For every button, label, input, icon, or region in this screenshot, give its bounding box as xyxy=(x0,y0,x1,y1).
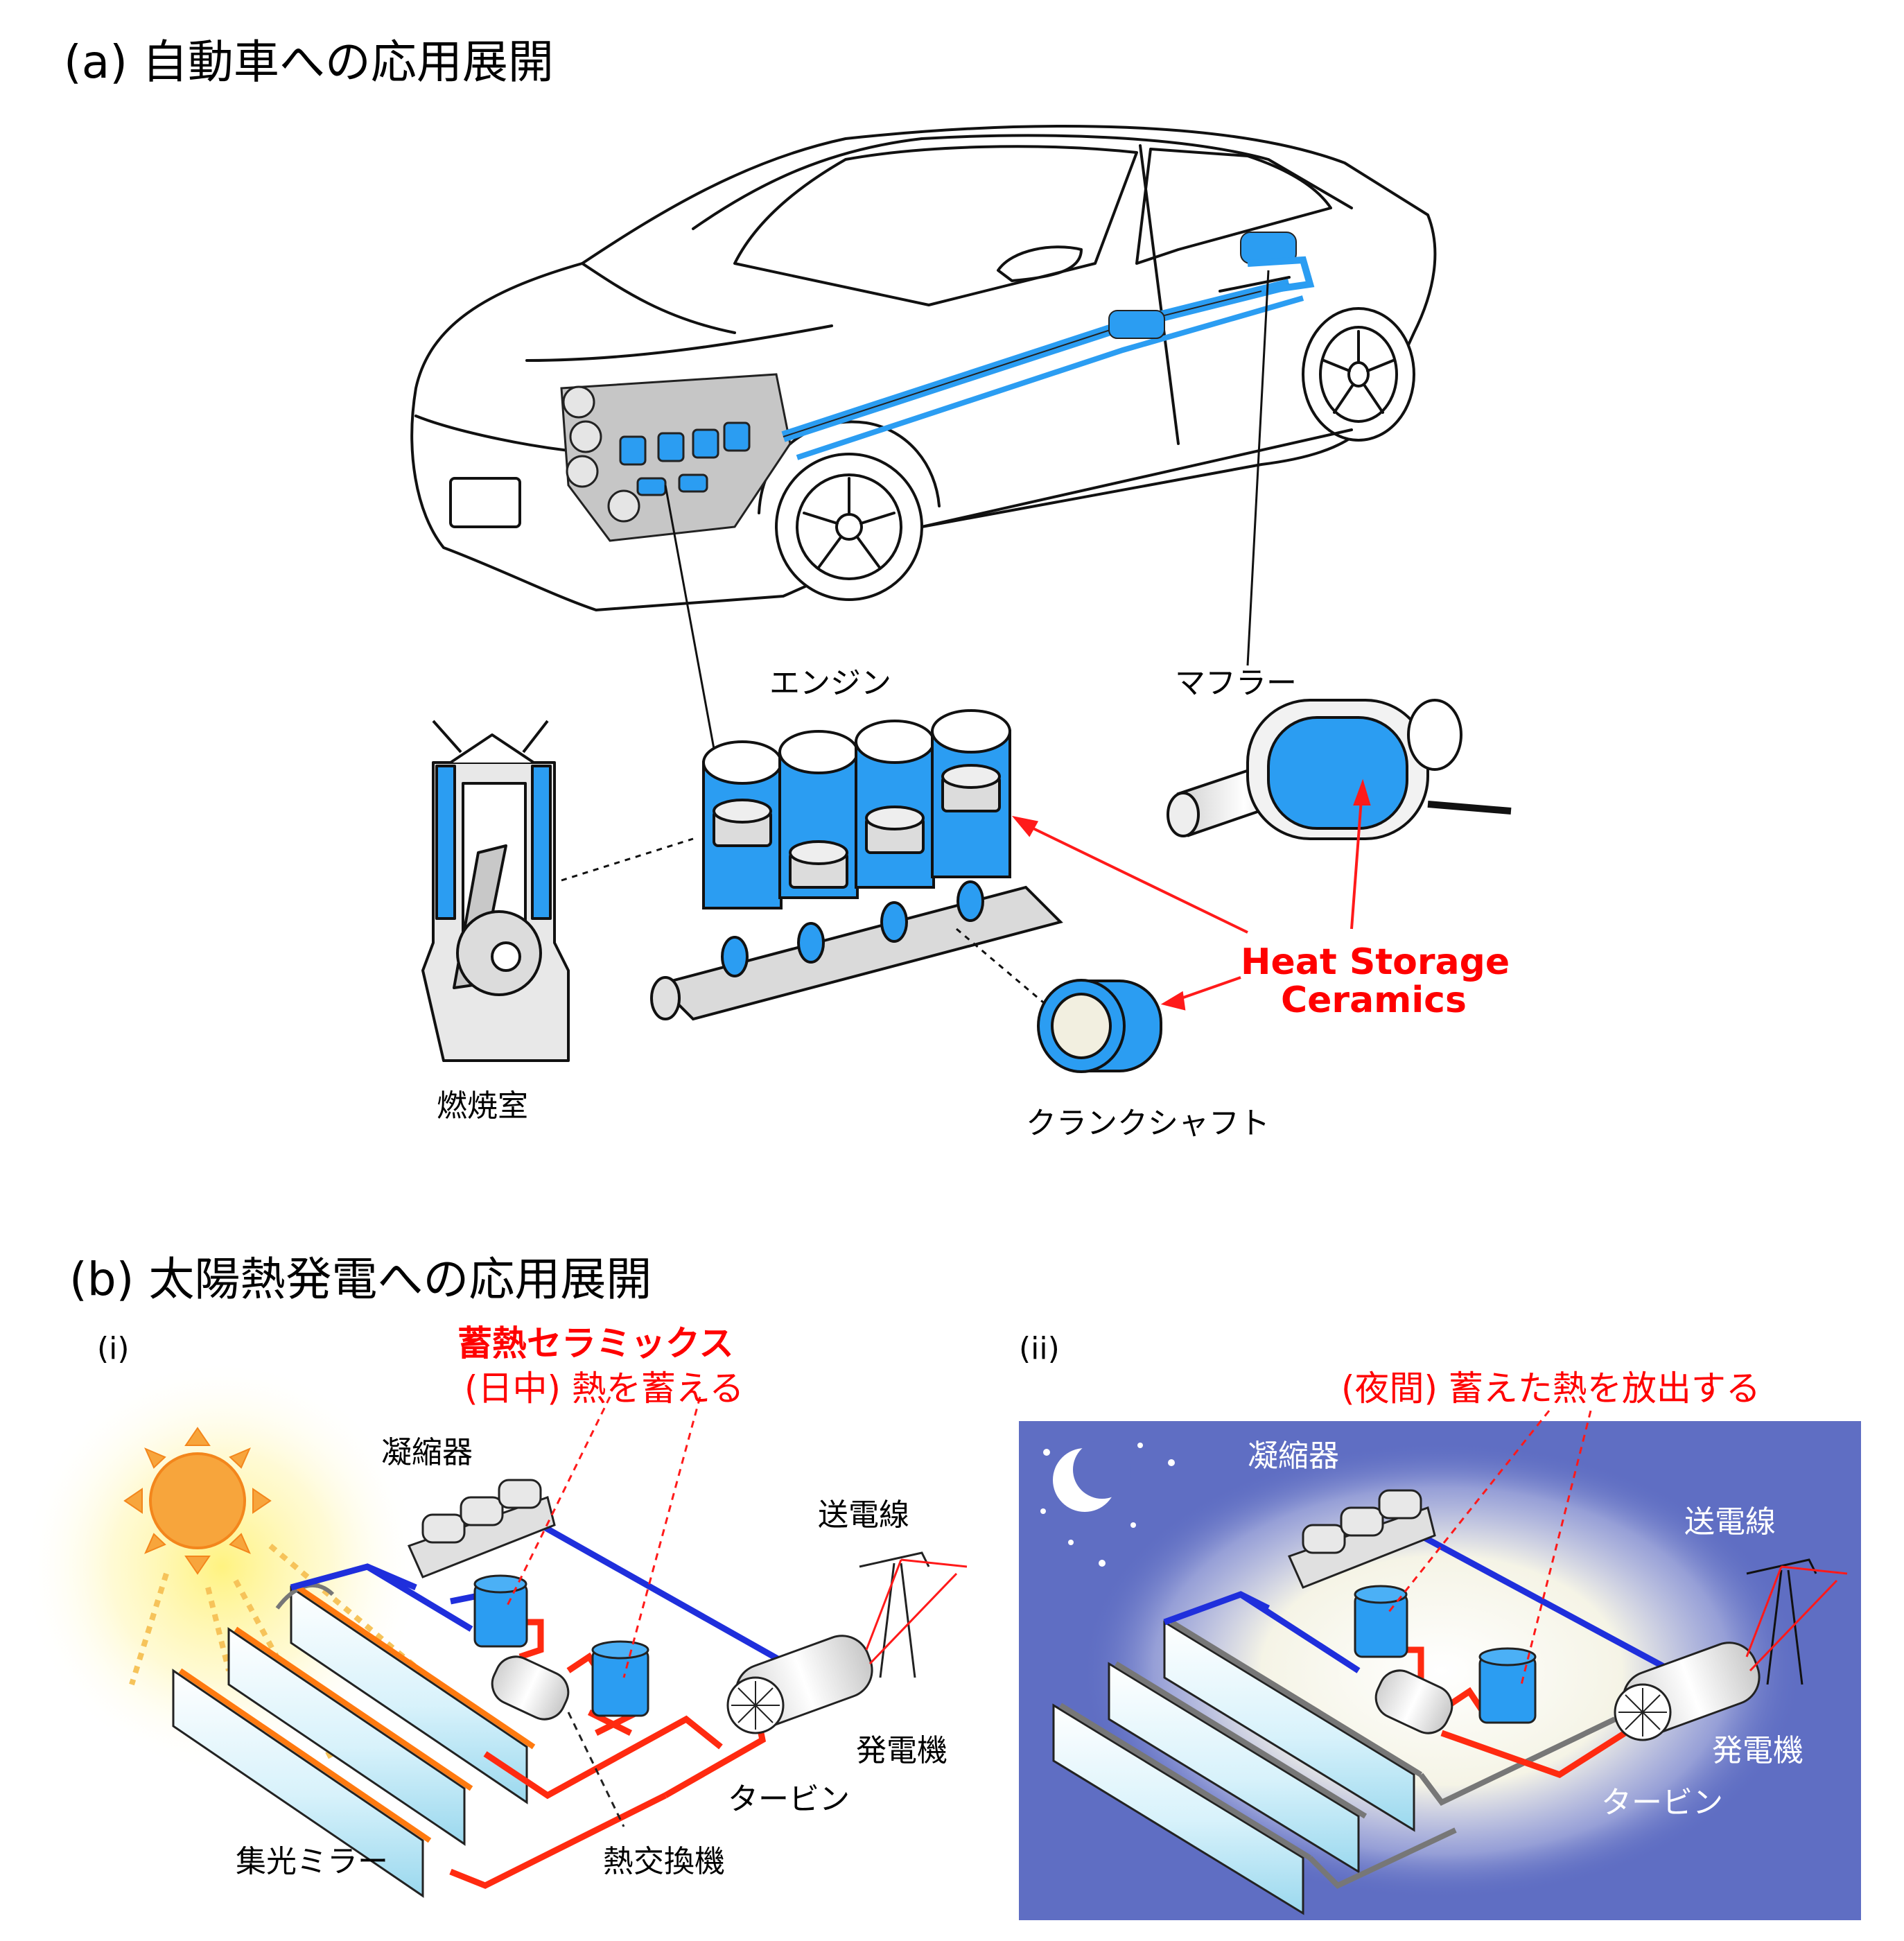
concentrating-mirrors xyxy=(172,1583,528,1898)
label-transmission-ii: 送電線 xyxy=(1684,1504,1776,1540)
callout-lines-i xyxy=(505,1396,701,1678)
car-engine xyxy=(560,373,792,542)
callout-lines-ii xyxy=(1385,1410,1592,1685)
label-turbine-ii: タービン xyxy=(1601,1785,1723,1820)
grey-pipes-ii xyxy=(1058,1619,1616,1889)
section-a-title: (a) 自動車への応用展開 xyxy=(64,35,554,89)
blue-pipes-ii xyxy=(1163,1529,1686,1680)
label-heat-storage-1: Heat Storage xyxy=(1241,941,1510,983)
callout-title-i: 蓄熱セラミックス xyxy=(457,1323,734,1364)
leader-heat-exchanger xyxy=(567,1712,625,1827)
leader-chamber xyxy=(561,837,694,882)
label-transmission-i: 送電線 xyxy=(818,1497,909,1533)
label-condenser-i: 凝縮器 xyxy=(381,1435,473,1470)
turbine-generator-i xyxy=(726,1635,873,1734)
concentrating-mirrors-ii xyxy=(1052,1620,1415,1915)
panel-ii: (ii) xyxy=(1019,1331,1861,1920)
engine-block-illustration xyxy=(650,709,1063,1021)
label-heat-exchanger-i: 熱交換機 xyxy=(603,1844,725,1879)
muffler-illustration xyxy=(1167,699,1512,840)
condenser-i xyxy=(407,1479,556,1578)
label-combustion-chamber: 燃焼室 xyxy=(437,1088,528,1124)
crankshaft-ceramic-illustration xyxy=(1037,979,1162,1073)
storage-tanks-i xyxy=(473,1574,649,1717)
label-engine: エンジン xyxy=(769,665,891,701)
label-turbine-i: タービン xyxy=(728,1782,850,1817)
leader-engine xyxy=(664,485,715,749)
sun-icon xyxy=(123,1427,272,1575)
callout-ii: (夜間) 蓄えた熱を放出する xyxy=(1341,1368,1761,1409)
label-crankshaft: クランクシャフト xyxy=(1026,1106,1270,1141)
label-condenser-ii: 凝縮器 xyxy=(1248,1438,1339,1474)
label-generator-i: 発電機 xyxy=(856,1733,947,1768)
label-mirror-i: 集光ミラー xyxy=(236,1844,388,1879)
panel-ii-tag: (ii) xyxy=(1019,1331,1060,1366)
condenser-ii xyxy=(1287,1489,1436,1589)
car-exhaust xyxy=(781,232,1315,460)
stars xyxy=(1040,1443,1175,1567)
leader-crankshaft xyxy=(956,928,1047,1007)
heat-exchanger-i xyxy=(491,1655,570,1721)
label-muffler: マフラー xyxy=(1175,665,1297,701)
transmission-tower-ii xyxy=(1746,1558,1817,1685)
panel-i-tag: (i) xyxy=(97,1331,130,1366)
collector-pipes xyxy=(178,1585,536,1843)
label-generator-ii: 発電機 xyxy=(1712,1733,1803,1768)
heat-storage-arrows xyxy=(1011,778,1371,1011)
car-illustration xyxy=(410,125,1437,611)
label-heat-storage-2: Ceramics xyxy=(1281,980,1467,1021)
callout-sub-i: (日中) 熱を蓄える xyxy=(464,1368,744,1409)
leader-muffler xyxy=(1246,270,1270,666)
section-b-title: (b) 太陽熱発電への応用展開 xyxy=(69,1253,652,1306)
storage-tanks-ii xyxy=(1354,1585,1537,1724)
moon-icon xyxy=(1053,1440,1131,1512)
panel-i: (i) xyxy=(21,1323,968,1898)
sun-glow xyxy=(21,1359,423,1775)
combustion-chamber-illustration xyxy=(421,720,570,1062)
heat-exchanger-ii xyxy=(1374,1669,1453,1734)
